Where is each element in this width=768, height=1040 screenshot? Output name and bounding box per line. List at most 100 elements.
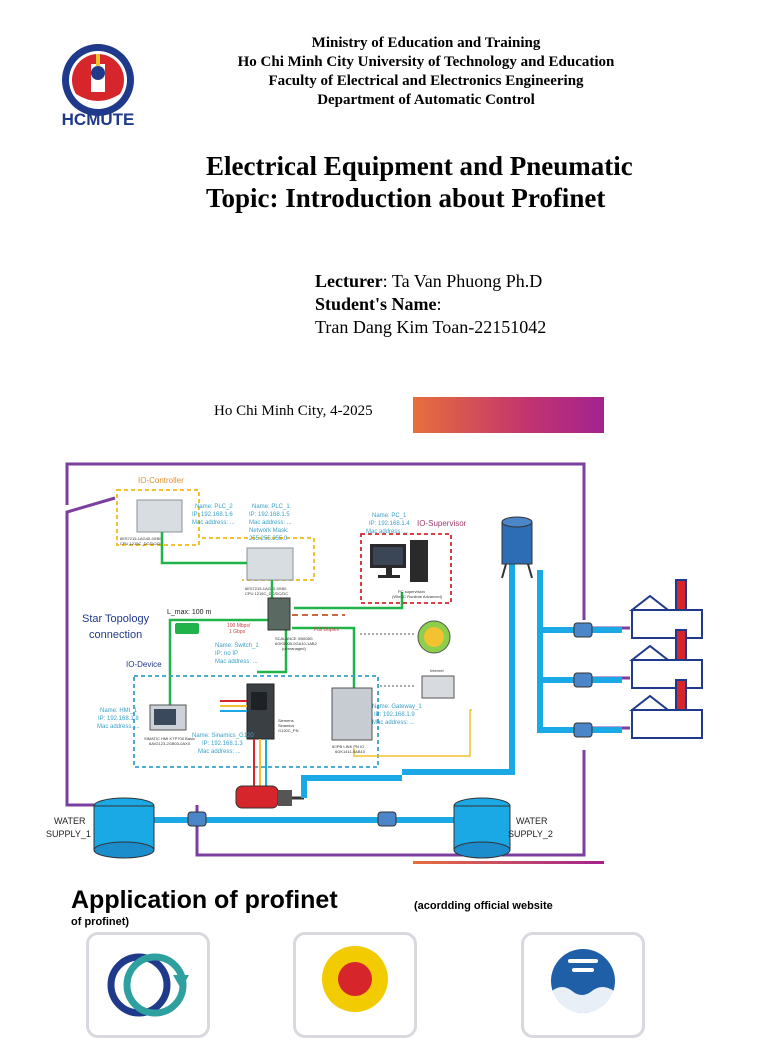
star-topology-line-1: Star Topology [82,613,150,625]
faculty-line: Faculty of Electrical and Electronics En… [268,73,584,89]
green-cable-plc2 [160,532,247,565]
gateway-ip: IP: 192.168.1.9 [374,712,415,718]
hmi-mac: Mac address: ... [97,724,140,730]
water-supply-1-line-1: WATER [54,816,86,826]
switch-ip: IP: no IP [215,651,238,657]
institution-header: Ministry of Education and Training Ho Ch… [200,34,652,110]
sinamics-ip: IP: 192.168.1.3 [202,741,243,747]
plc2-info: Name: PLC_2 IP: 192.168.1.6 Mac address:… [192,504,235,526]
sinamics-name: Name: Sinamics_G120 [192,733,254,739]
gradient-bar [413,397,604,433]
hmi-info: Name: HMI_1 IP: 192.168.1.8 Mac address:… [97,708,140,730]
pc-caption-2: (WinCC Runtime Advanced) [392,594,443,599]
pc-tower-icon [410,540,428,582]
pump-icon [235,785,304,809]
pc1-info: Name: PC_1 IP: 192.168.1.4 Mac address: … [366,513,410,535]
lecturer-value: Ta Van Phuong Ph.D [387,271,543,291]
cpu1-line-1: 6ES7215-1AG40-0XB0 [245,586,287,591]
io-supervisor-label: IO-Supervisor [417,519,467,528]
people-block: Lecturer: Ta Van Phuong Ph.D Student's N… [315,270,546,339]
water-supply-2-line-1: WATER [516,816,548,826]
water-tower-icon [501,516,533,579]
gateway-name: Name: Gateway_1 [372,704,422,710]
gateway-info: Name: Gateway_1 IP: 192.168.1.9 Mac addr… [372,704,422,726]
lmax-label: L_max: 100 m [167,609,212,616]
hmi-model-2: 6AV2123-2GB03-0AX0 [149,741,191,746]
lecturer-sep: : [382,271,388,291]
switch-model-2: 6GK5008-0GA10-1AB2 [275,641,318,646]
speed-line-1: 100 Mbps/ [227,623,251,629]
gateway-device [331,687,373,741]
gradient-bar-bottom [413,861,604,864]
university-line: Ho Chi Minh City University of Technolog… [237,54,615,70]
application-subtitle: (acordding official website [414,900,553,912]
plc1-mask: 255.255.255.0 [249,536,288,542]
internet-label: Internet [430,668,444,673]
speed-line-2: 1 Gbps [229,629,246,635]
factory-icons [629,579,703,739]
report-title: Electrical Equipment and Pneumatic Topic… [206,150,633,214]
student-line: Student's Name: [315,293,546,316]
gateway-module-icon [421,675,455,699]
cpu1-line-2: CPU 1215C_DC/DC/DC [245,591,288,596]
application-card-1[interactable] [86,932,210,1038]
switch-info: Name: Switch_1 IP: no IP Mac address: ..… [215,643,259,665]
pc1-mac: Mac address: ... [366,529,409,535]
student-sep: : [436,294,442,314]
department-line: Department of Automatic Control [317,92,535,108]
plc2-mac: Mac address: ... [192,520,235,526]
application-card-3[interactable] [521,932,645,1038]
gateway-model-2: 6GK1411-5AB10 [335,749,366,754]
plc1-mask-label: Network Mask: [249,528,289,534]
gateway-mac: Mac address: ... [372,720,415,726]
water-tank-icon [551,949,615,1013]
student-value: Tran Dang Kim Toan-22151042 [315,317,547,337]
emergency-stop-icon [322,946,388,1012]
lecturer-label: Lecturer [315,271,383,291]
switch-device [267,597,291,631]
plc1-mac: Mac address: ... [249,520,292,526]
lecturer-line: Lecturer: Ta Van Phuong Ph.D [315,270,546,293]
water-tank-1-icon [93,797,155,859]
cpu2-line-1: 6ES7215-1AG40-0XB0 [120,536,162,541]
sinamics-model-3: G120C_PN [278,728,299,733]
title-line-2: Topic: Introduction about Profinet [206,183,606,213]
profinet-diagram: IO-Controller 6ES7215-1AG40-0XB0 CPU 121… [46,462,703,859]
star-topology-label: Star Topology connection [82,613,150,641]
full-duplex-label: Full Duplex [314,627,340,633]
hmi-name: Name: HMI_1 [100,708,138,714]
cpu2-line-2: CPU 1215C_DC/DC/DC [120,541,163,546]
city-date: Ho Chi Minh City, 4-2025 [214,403,373,419]
water-supply-1-line-2: SUPPLY_1 [46,829,91,839]
switch-model-3: (unmanaged) [282,646,306,651]
sinamics-info: Name: Sinamics_G120 IP: 192.168.1.3 Mac … [192,733,254,755]
water-tank-2-icon [453,797,511,859]
io-device-label: IO-Device [126,660,162,669]
plc2-name: Name: PLC_2 [195,504,233,510]
blue-pipe-main [402,560,515,775]
application-card-2[interactable] [293,932,417,1038]
sinamics-mac: Mac address: ... [198,749,241,755]
plc2-ip: IP: 192.168.1.6 [192,512,233,518]
purple-loop-top [65,462,586,620]
application-title: Application of profinet [71,886,338,914]
ministry-line: Ministry of Education and Training [311,35,541,51]
pc1-name: Name: PC_1 [372,513,407,519]
hmi-model-1: SIMATIC HMI KTP700 Basic [144,736,195,741]
hcmute-logo-icon [62,44,134,116]
hmi-ip: IP: 192.168.1.8 [98,716,139,722]
star-topology-line-2: connection [89,629,142,641]
plc1-info: Name: PLC_1 IP: 192.168.1.5 Mac address:… [249,504,292,542]
io-controller-label: IO-Controller [138,476,184,485]
switch-mac: Mac address: ... [215,659,258,665]
logo-text: HCMUTE [61,110,135,129]
plc1-name: Name: PLC_1 [252,504,290,510]
pc1-ip: IP: 192.168.1.4 [369,521,410,527]
switch-name: Name: Switch_1 [215,643,259,649]
gateway-model-1: IE/PB LINK PN IO [332,744,364,749]
pc-caption-1: PC supervision [398,589,425,594]
student-label: Student's Name [315,294,437,314]
application-subtitle-2: of profinet) [71,916,130,928]
cycle-arrows-icon [107,953,189,1017]
plc1-ip: IP: 192.168.1.5 [249,512,290,518]
